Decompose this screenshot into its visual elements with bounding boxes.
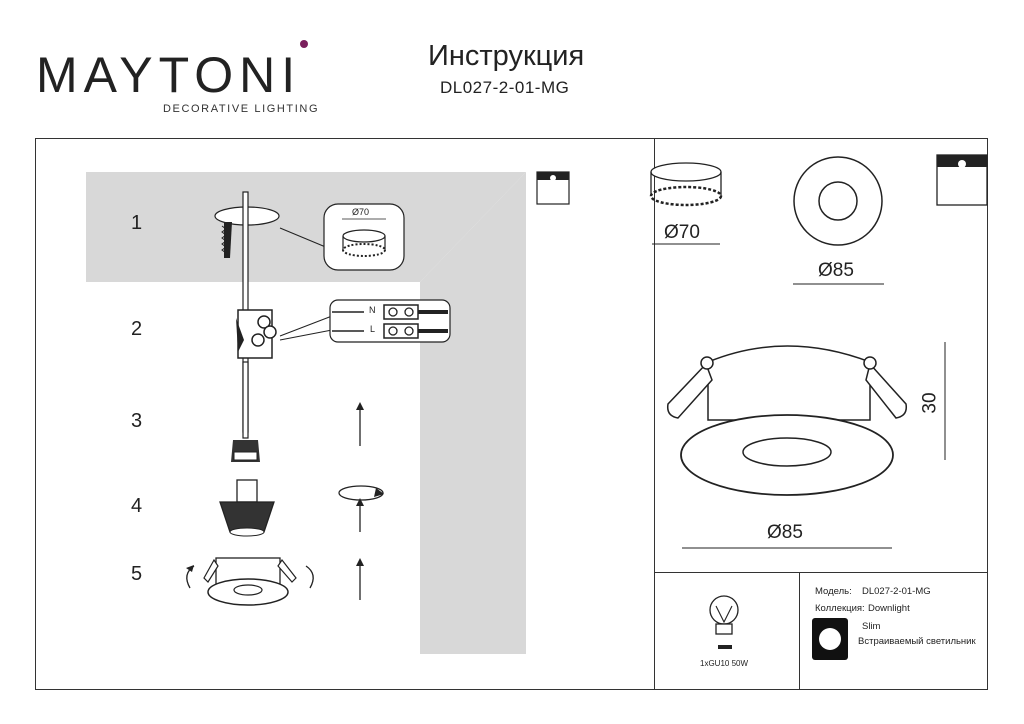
ring-top-dim: Ø85 [818,260,854,281]
info-divider [654,572,988,573]
step-1: 1 [131,212,143,234]
step-5: 5 [131,563,143,585]
wire-l-label: L [370,324,376,334]
model-value: DL027-2-01-MG [862,586,931,597]
fixture-side-view [707,345,871,421]
model-code: DL027-2-01-MG [440,78,570,97]
step-4: 4 [131,495,143,517]
step-2: 2 [131,318,143,340]
instruction-frame [35,138,988,690]
page-title: Инструкция [428,40,585,72]
logo-accent-dot [300,40,308,48]
detail-cutout-dim: Ø70 [352,207,370,217]
collection-label: Коллекция: [815,603,865,614]
panel-divider [654,138,655,690]
type-value: Встраиваемый светильник [858,636,976,647]
ceiling-shape [86,172,526,282]
ring-side-dim: Ø85 [767,522,803,543]
brand-subtitle: DECORATIVE LIGHTING [163,103,320,115]
saw-icon [224,222,232,258]
bulb-spec: 1xGU10 50W [700,659,749,668]
detail-leader-1 [279,227,329,249]
info-column-divider [799,572,800,690]
height-dim: 30 [919,392,941,414]
step-3: 3 [131,410,143,432]
bulb-icon [709,595,739,625]
wire-n-label: N [369,305,376,315]
cutout-ring [650,162,722,182]
wall-shape [420,172,526,654]
collection-value: Downlight [868,603,910,614]
saw-teeth [221,225,227,254]
gu10-bulb [236,479,258,503]
brand-logo: MAYTONI [36,47,302,103]
model-label: Модель: [815,586,852,597]
series-value: Slim [862,621,881,632]
cutout-dim: Ø70 [664,222,700,243]
